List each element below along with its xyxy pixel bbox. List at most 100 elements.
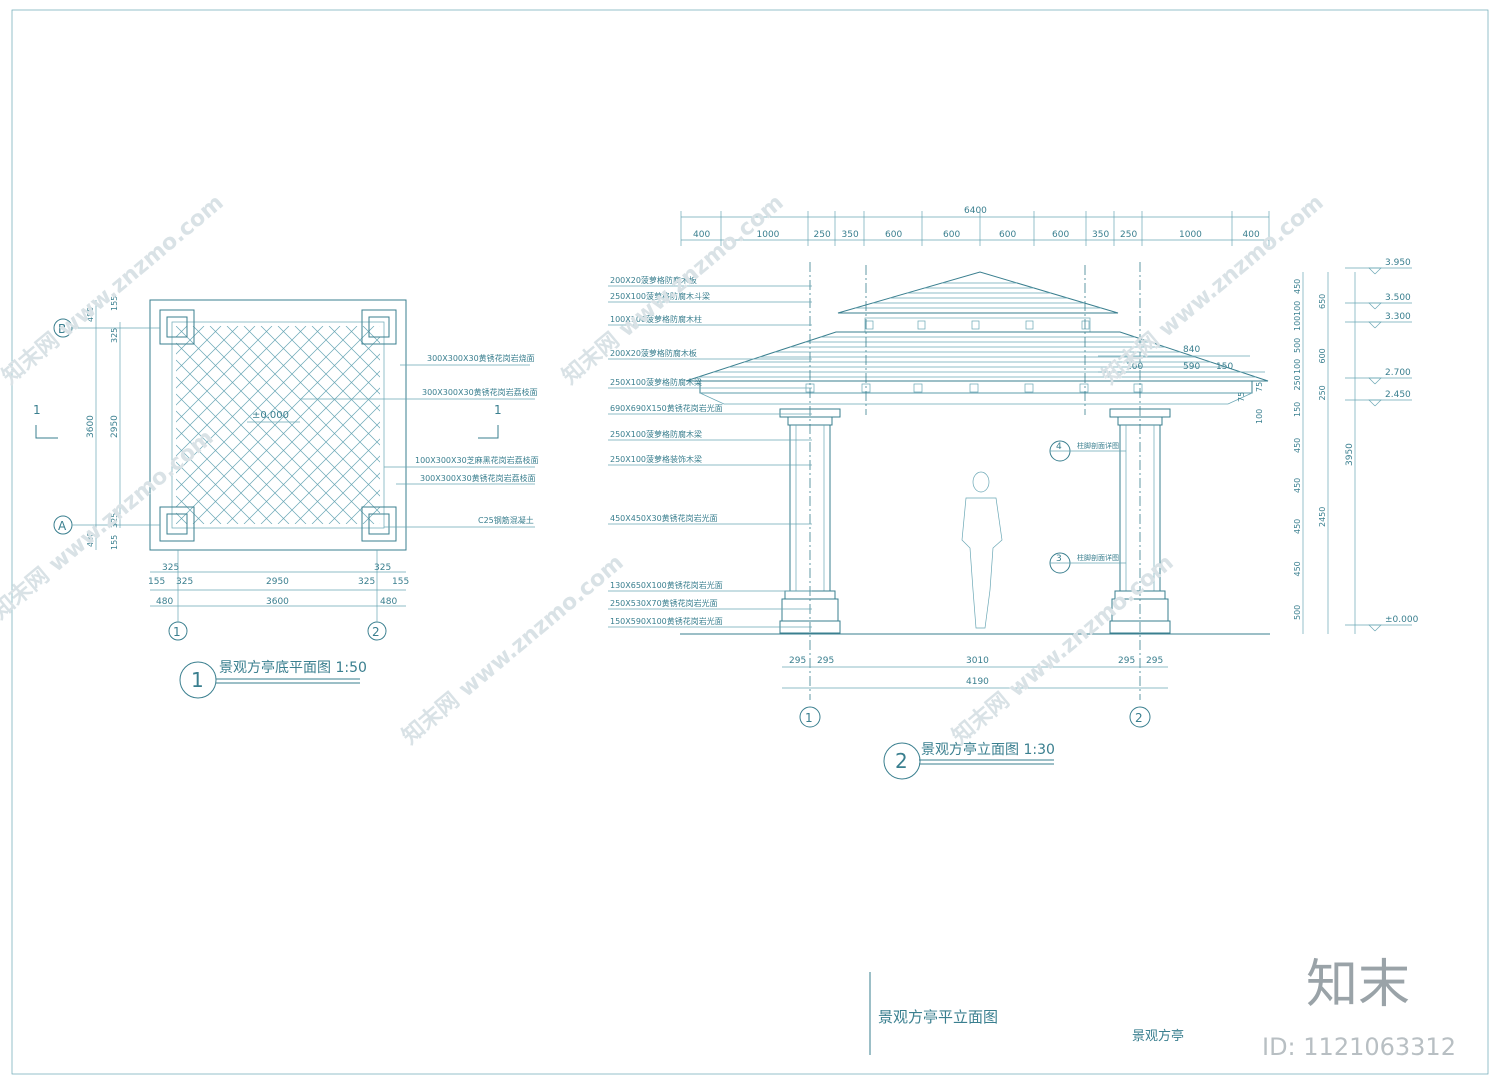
right-dim-mid-2: 250 <box>1318 385 1327 400</box>
elev-top-dim-7: 600 <box>1052 230 1069 240</box>
elev-top-dim-8: 350 <box>1092 230 1109 240</box>
eave-small-75b: 75 <box>1255 382 1264 392</box>
axis-label-2: 2 <box>372 625 380 639</box>
level-3: 2.700 <box>1385 368 1411 378</box>
beam-block-2 <box>913 383 923 393</box>
watermark-5: 知末网 www.znzmo.com <box>397 549 628 749</box>
plan-dim-left-2950: 2950 <box>110 415 120 438</box>
right-dim-inner-11: 500 <box>1293 605 1302 620</box>
elev-dim-total: 6400 <box>964 206 987 216</box>
elev-axis-bubble-1 <box>799 706 821 728</box>
plan-column-bases <box>159 309 397 542</box>
callout-3: 3 <box>1056 554 1062 564</box>
eave-dim-840: 840 <box>1183 345 1200 355</box>
elev-axis-1: 1 <box>805 711 813 725</box>
plan-dim-bot-325: 325 <box>110 513 119 528</box>
axis-label-1: 1 <box>173 625 181 639</box>
level-1: 3.500 <box>1385 293 1411 303</box>
level-5: ±0.000 <box>1385 615 1419 625</box>
eave-dim-590: 590 <box>1183 362 1200 372</box>
elev-top-dim-5: 600 <box>943 230 960 240</box>
right-dim-inner-6: 150 <box>1293 402 1302 417</box>
plan-dim-b1-325b: 325 <box>374 563 391 573</box>
plan-dim-b3-480a: 480 <box>156 597 173 607</box>
elev-right-dims: 4501001005001002501504504504504505006506… <box>1293 279 1355 620</box>
elev-title-circle <box>883 742 921 780</box>
title-block: 景观方亭平立面图 景观方亭 <box>869 972 1184 1055</box>
plan-dim-left-3600: 3600 <box>86 415 96 438</box>
right-dim-inner-4: 100 <box>1293 359 1302 374</box>
plan-note-5: C25钢筋混凝土 <box>478 515 534 525</box>
right-dim-mid-0: 650 <box>1318 294 1327 309</box>
right-dim-mid-1: 600 <box>1318 348 1327 363</box>
eave-small-75: 75 <box>1237 392 1246 402</box>
right-dim-inner-1: 100 <box>1293 301 1302 316</box>
plan-inner-border <box>171 321 385 529</box>
project-name: 景观方亭 <box>1132 1028 1184 1044</box>
plan-title-circle <box>179 661 217 699</box>
callout-4: 4 <box>1056 442 1062 452</box>
elev-top-dim-6: 600 <box>999 230 1016 240</box>
watermark-6: 知末网 www.znzmo.com <box>947 549 1178 749</box>
section-mark-left: 1 <box>33 403 41 417</box>
elev-note-7: 250X100菠萝格装饰木梁 <box>610 454 702 464</box>
elev-note-9: 130X650X100黄锈花岗岩光面 <box>610 580 723 590</box>
plan-dim-b2-155a: 155 <box>148 577 165 587</box>
elev-top-dim-1: 1000 <box>757 230 780 240</box>
callout-4-text: 柱脚剖面详图 <box>1077 441 1119 450</box>
right-dim-inner-0: 450 <box>1293 279 1302 294</box>
plan-paving-pattern <box>176 326 380 524</box>
beam-block-6 <box>1133 383 1143 393</box>
plan-title-number: 1 <box>191 668 204 692</box>
plan-dim-bot-480: 480 <box>86 532 95 547</box>
right-dim-inner-10: 450 <box>1293 561 1302 576</box>
right-dim-inner-3: 500 <box>1293 338 1302 353</box>
watermarks: 知末网 www.znzmo.com 知末网 www.znzmo.com 知末网 … <box>0 189 1456 1061</box>
plan-dim-b1-325a: 325 <box>162 563 179 573</box>
plan-outer-edge <box>149 299 407 551</box>
upper-block-3 <box>1025 320 1034 330</box>
elev-axis-2: 2 <box>1135 711 1143 725</box>
plan-dim-top-325: 325 <box>110 328 119 343</box>
watermark-id: ID: 1121063312 <box>1262 1033 1456 1061</box>
axis-label-a: A <box>58 519 67 533</box>
elev-note-10: 250X530X70黄锈花岗岩光面 <box>610 598 718 608</box>
plan-note-1: 300X300X30黄锈花岗岩烧面 <box>427 353 535 363</box>
elev-title: 景观方亭立面图 1:30 <box>921 741 1055 758</box>
elev-title-number: 2 <box>895 749 908 773</box>
elev-top-dim-9: 250 <box>1120 230 1137 240</box>
elev-bot-295a: 295 <box>789 656 806 666</box>
drawing-name: 景观方亭平立面图 <box>878 1008 998 1026</box>
upper-block-1 <box>917 320 926 330</box>
plan-dim-b2-155b: 155 <box>392 577 409 587</box>
axis-label-b: B <box>58 322 66 336</box>
elev-bot-3010: 3010 <box>966 656 989 666</box>
elev-bot-295d: 295 <box>1146 656 1163 666</box>
elev-axis-bubble-2 <box>1129 706 1151 728</box>
elev-bot-295c: 295 <box>1118 656 1135 666</box>
elev-top-dim-2: 250 <box>814 230 831 240</box>
elev-left-notes: 200X20菠萝格防腐木板250X100菠萝格防腐木斗梁100X100菠萝格防腐… <box>608 275 812 628</box>
level-4: 2.450 <box>1385 390 1411 400</box>
elev-top-dim-11: 400 <box>1243 230 1260 240</box>
right-dim-inner-9: 450 <box>1293 519 1302 534</box>
beam-block-5 <box>1079 383 1089 393</box>
lower-roof <box>685 331 1269 382</box>
elev-note-6: 250X100菠萝格防腐木梁 <box>610 429 702 439</box>
right-dim-outer-0: 3950 <box>1345 443 1355 466</box>
plan-view: ±0.000 B A 1 2 1 1 3600 2950 480 325 155… <box>33 296 539 699</box>
upper-block-4 <box>1081 320 1090 330</box>
right-dim-inner-2: 100 <box>1293 316 1302 331</box>
elev-note-0: 200X20菠萝格防腐木板 <box>610 275 697 285</box>
plan-title: 景观方亭底平面图 1:50 <box>219 659 367 676</box>
elev-note-1: 250X100菠萝格防腐木斗梁 <box>610 291 710 301</box>
eave-dim-150: 150 <box>1216 362 1233 372</box>
plan-note-3: 100X300X30芝麻黑花岗岩荔枝面 <box>415 455 539 465</box>
right-dim-inner-5: 250 <box>1293 375 1302 390</box>
eave-small-100: 100 <box>1255 409 1264 424</box>
sheet-border <box>11 9 1489 1075</box>
plan-note-2: 300X300X30黄锈花岗岩荔枝面 <box>422 387 538 397</box>
